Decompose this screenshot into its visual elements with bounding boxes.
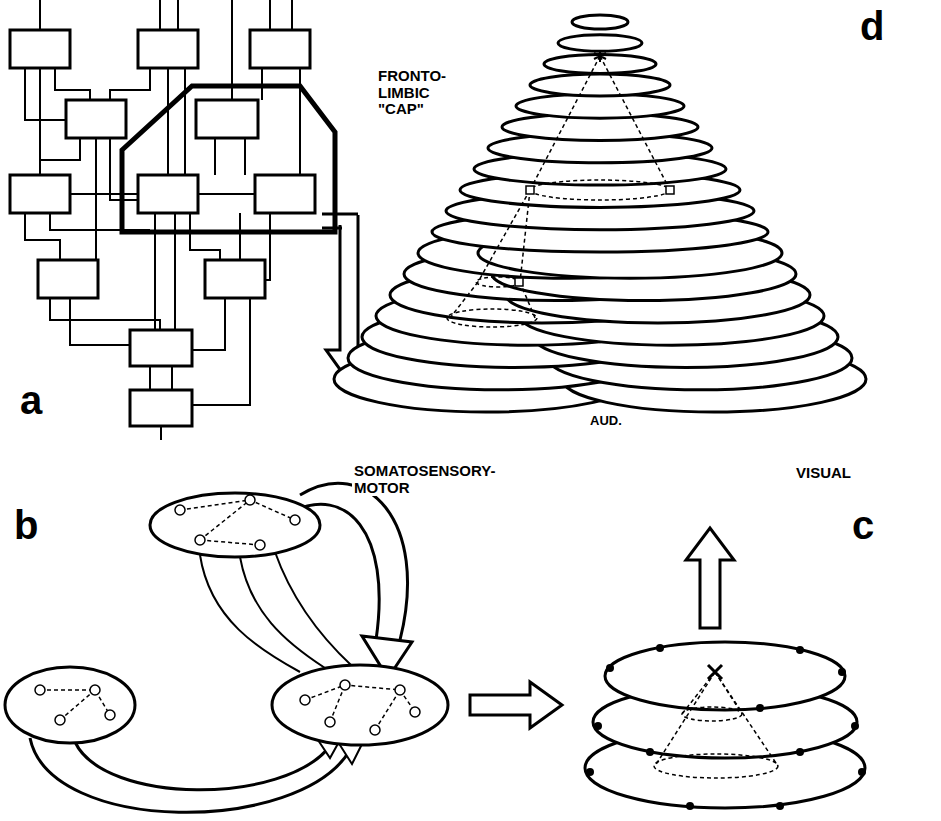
contour-ring: [558, 35, 642, 52]
panel-letter: c: [850, 503, 876, 547]
star-mark: [594, 50, 606, 62]
pathway-outline: [122, 86, 372, 382]
contour-ring: [530, 74, 670, 96]
contour-rings: [334, 15, 866, 412]
dashed-connection: [40, 500, 415, 730]
panel-letter: a: [18, 378, 44, 422]
rim-dot: [586, 644, 866, 810]
region-label: SOMATOSENSORY- MOTOR: [352, 463, 497, 496]
region-label: VISUAL: [794, 465, 853, 482]
projection-cone: [447, 56, 670, 327]
region-label: FRONTO- LIMBIC "CAP": [376, 68, 448, 118]
contour-ring: [572, 15, 628, 29]
x-mark: [708, 665, 722, 679]
process-box: [10, 30, 315, 426]
contour-ring: [516, 94, 684, 118]
panel-letter: b: [12, 503, 40, 547]
marker-square: [515, 186, 674, 286]
panel-letter: d: [858, 4, 886, 48]
cortical-area: [5, 493, 448, 745]
region-label: AUD.: [588, 414, 624, 428]
node-circle: [35, 495, 420, 735]
projection-cone: [654, 672, 778, 778]
layer-disc: [585, 642, 865, 808]
projection-curves: [30, 483, 412, 812]
